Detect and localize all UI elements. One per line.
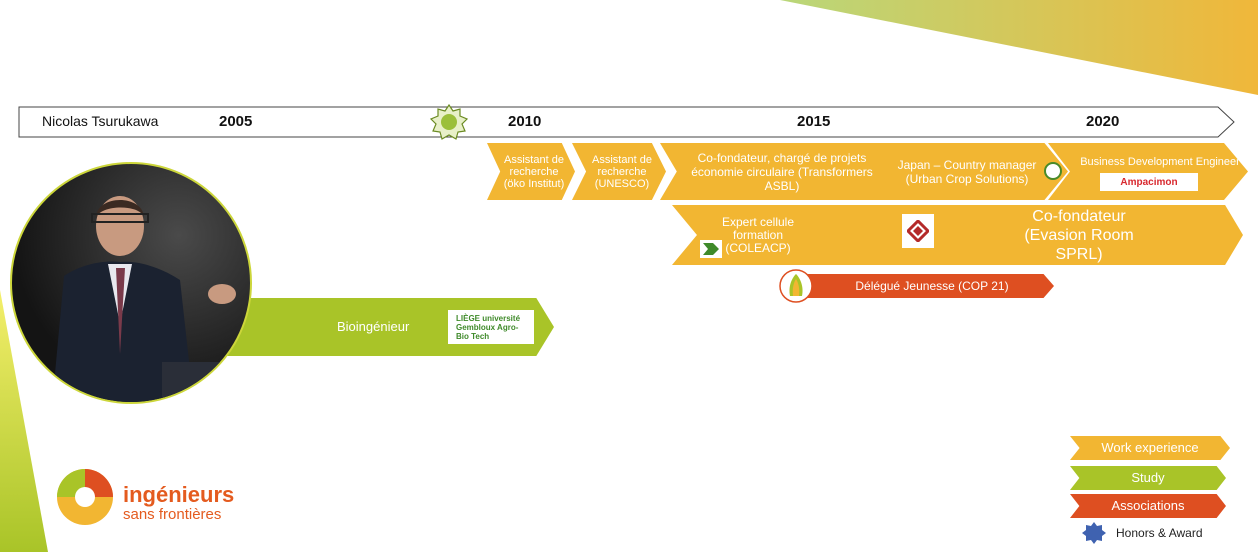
cop21-logo-icon: [779, 269, 813, 303]
entry-japan-manager: Japan – Country manager (Urban Crop Solu…: [872, 143, 1068, 200]
person-silhouette: [52, 196, 250, 402]
coleacp-icon: [703, 243, 719, 255]
honor-badge-icon: [430, 104, 468, 140]
coleacp-logo: [700, 240, 722, 258]
uliege-gembloux-logo: LIÈGE université Gembloux Agro-Bio Tech: [448, 310, 534, 344]
legend-study: Study: [1070, 466, 1226, 490]
entry-evasion-room: Co-fondateur (Evasion Room SPRL): [795, 205, 1243, 265]
year-label: 2005: [219, 113, 253, 130]
year-label: 2015: [797, 113, 831, 130]
isf-name: ingénieurs: [123, 482, 235, 507]
year-label: 2010: [508, 113, 542, 130]
person-name: Nicolas Tsurukawa: [42, 113, 159, 129]
evasion-diamond-icon: [907, 220, 929, 242]
legend-honors: Honors & Award: [1116, 526, 1203, 540]
year-label: 2020: [1086, 113, 1120, 130]
legend-associations: Associations: [1070, 494, 1226, 518]
ampacimon-logo: Ampacimon: [1100, 173, 1198, 191]
profile-photo: [10, 162, 252, 404]
urban-crop-logo-icon: [1044, 162, 1062, 180]
evasion-room-logo: [902, 214, 934, 248]
entry-business-development: Business Development Engineer: [1048, 143, 1248, 200]
entry-cofondateur-transformers: Co-fondateur, chargé de projets économie…: [660, 143, 900, 200]
entry-assistant-oko: Assistant de recherche (öko Institut): [487, 143, 575, 200]
timeline-arrow: [18, 106, 1235, 138]
honor-legend-icon: [1082, 522, 1106, 544]
isf-logo-icon: [57, 469, 113, 525]
entry-delegue-jeunesse: Délégué Jeunesse (COP 21): [792, 274, 1054, 298]
legend-work: Work experience: [1070, 436, 1230, 460]
entry-expert-coleacp: Expert cellule formation (COLEACP): [672, 205, 828, 265]
entry-assistant-unesco: Assistant de recherche (UNESCO): [572, 143, 666, 200]
top-right-gradient: [780, 0, 1258, 95]
isf-subtitle: sans frontières: [123, 506, 222, 523]
